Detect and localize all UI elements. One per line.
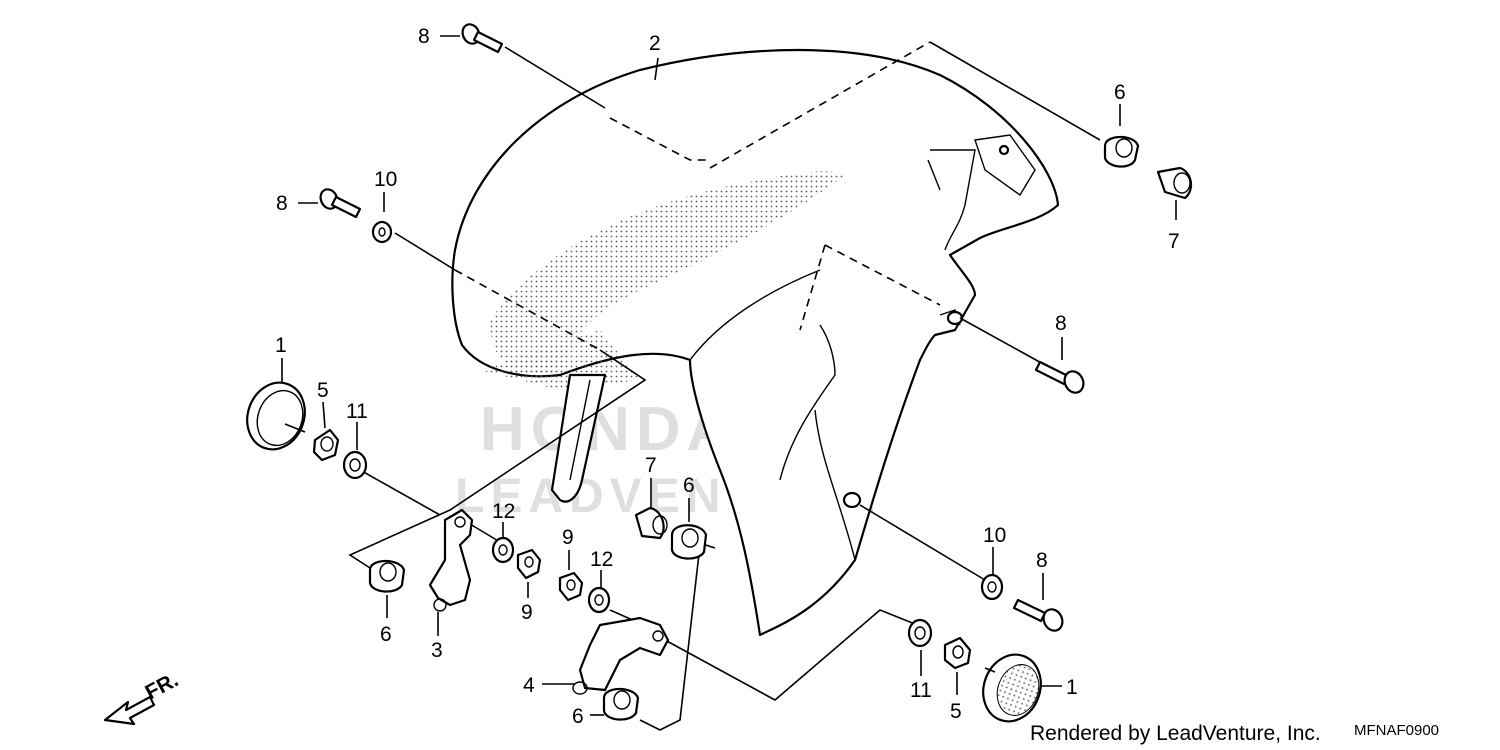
bracket-4 <box>572 616 670 695</box>
callout-10-right: 10 <box>983 524 1006 547</box>
washer-11-left <box>342 450 368 480</box>
collar-7-mid <box>634 506 668 540</box>
front-arrow-icon <box>103 695 156 726</box>
callout-8-left: 8 <box>276 192 288 215</box>
callout-5-right: 5 <box>950 700 962 723</box>
callout-12-b: 12 <box>590 548 613 571</box>
bolt-8-left <box>319 188 362 219</box>
callout-3: 3 <box>431 639 443 662</box>
callout-ticks <box>281 35 1177 716</box>
washer-11-right <box>907 618 933 648</box>
callout-labels: 8 2 6 10 8 7 8 1 5 11 7 6 12 9 10 12 8 9… <box>275 25 1180 728</box>
callout-12-a: 12 <box>492 500 515 523</box>
callout-6-left: 6 <box>380 623 392 646</box>
callout-8-lower-right: 8 <box>1036 549 1048 572</box>
callout-11-right: 11 <box>910 679 932 702</box>
grommet-6-mid <box>670 524 708 560</box>
callout-11-left: 11 <box>346 400 368 423</box>
callout-8-right: 8 <box>1055 312 1067 335</box>
washer-10-left <box>371 220 393 244</box>
nut-9-b <box>558 571 584 602</box>
callout-1-right: 1 <box>1066 676 1078 699</box>
washer-12-a <box>491 536 515 564</box>
bolt-8-top-left <box>461 23 504 54</box>
grommet-6-top <box>1103 135 1140 168</box>
washer-10-right <box>980 573 1004 601</box>
reflector-1-left <box>246 381 306 451</box>
washer-12-b <box>587 586 611 614</box>
reflector-1-right <box>982 653 1042 723</box>
nut-5-right <box>943 636 972 670</box>
callout-8-top-left: 8 <box>418 25 430 48</box>
footer-credit: Rendered by LeadVenture, Inc. <box>1030 722 1321 745</box>
front-fender <box>451 48 1060 637</box>
grommet-6-bottom <box>602 687 640 721</box>
nut-5-left <box>312 428 340 462</box>
callout-7-mid: 7 <box>645 454 657 477</box>
collar-7-top <box>1156 166 1193 200</box>
callout-9-b: 9 <box>521 601 533 624</box>
callout-6-mid: 6 <box>683 474 695 497</box>
callout-6-bottom: 6 <box>572 705 584 728</box>
nut-9-a <box>516 548 542 580</box>
front-direction-indicator: FR. <box>103 668 182 726</box>
callout-4: 4 <box>523 674 535 697</box>
callout-2: 2 <box>649 32 661 55</box>
leader-lines <box>348 41 1101 731</box>
callout-9-a: 9 <box>562 526 574 549</box>
bracket-3 <box>428 508 474 612</box>
callout-6-top: 6 <box>1114 81 1126 104</box>
callout-7-top: 7 <box>1168 230 1180 253</box>
bolt-8-lower-right <box>1012 598 1064 632</box>
callout-5-left: 5 <box>317 379 329 402</box>
callout-10-left: 10 <box>374 168 397 191</box>
bolt-8-right <box>1034 360 1085 394</box>
grommet-6-left <box>368 559 406 593</box>
callout-1-left: 1 <box>275 334 287 357</box>
diagram-code: MFNAF0900 <box>1354 722 1439 739</box>
